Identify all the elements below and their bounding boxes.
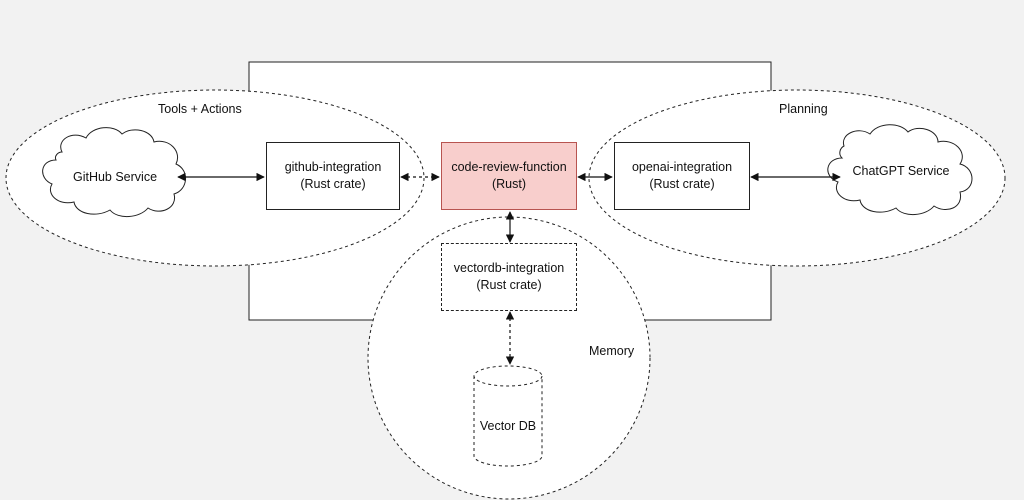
code-review-function-name: code-review-function xyxy=(451,160,567,174)
memory-label: Memory xyxy=(589,344,635,358)
vector-db-label: Vector DB xyxy=(479,419,537,433)
chatgpt-service-label: ChatGPT Service xyxy=(852,164,950,178)
vectordb-integration-type: (Rust crate) xyxy=(476,278,542,292)
github-integration-type: (Rust crate) xyxy=(300,177,366,191)
github-integration-box: github-integration (Rust crate) xyxy=(266,142,400,210)
vector-db-cylinder xyxy=(473,365,543,467)
github-integration-name: github-integration xyxy=(284,160,382,174)
planning-label: Planning xyxy=(779,102,828,116)
code-review-function-type: (Rust) xyxy=(491,177,527,191)
vectordb-integration-box: vectordb-integration (Rust crate) xyxy=(441,243,577,311)
tools-actions-label: Tools + Actions xyxy=(158,102,242,116)
openai-integration-box: openai-integration (Rust crate) xyxy=(614,142,750,210)
github-service-label: GitHub Service xyxy=(72,170,158,184)
github-service-cloud xyxy=(42,127,186,217)
vectordb-integration-name: vectordb-integration xyxy=(453,261,565,275)
openai-integration-name: openai-integration xyxy=(631,160,733,174)
openai-integration-type: (Rust crate) xyxy=(649,177,715,191)
code-review-function-box: code-review-function (Rust) xyxy=(441,142,577,210)
